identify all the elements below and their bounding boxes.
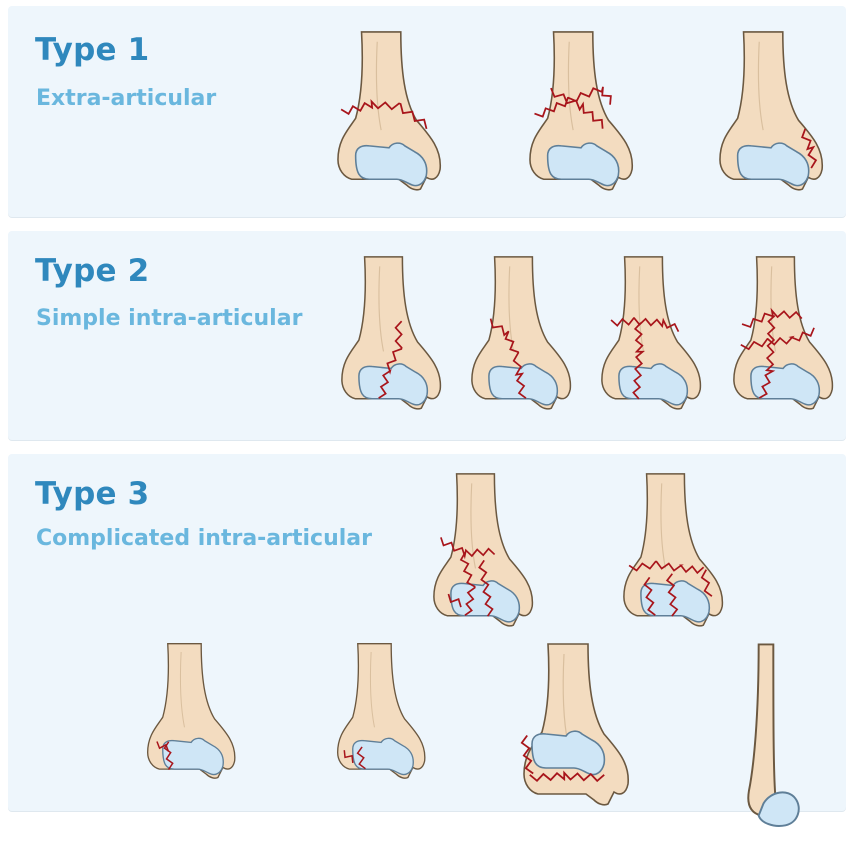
bone-type3-2 — [622, 472, 726, 629]
bone-type1-3 — [718, 30, 826, 193]
bone-type3-1 — [432, 472, 536, 629]
bone-type3-4 — [336, 642, 428, 781]
bone-type3-6 — [744, 642, 810, 845]
type-2-title: Type 2 — [35, 253, 149, 289]
bone-shaft — [748, 644, 776, 816]
bone-type2-3 — [600, 255, 704, 412]
bone-type3-5 — [522, 642, 632, 808]
bone-type2-2 — [470, 255, 574, 412]
bone-type2-1 — [340, 255, 444, 412]
bone-shaft — [524, 644, 628, 805]
bone-type3-3 — [146, 642, 238, 781]
bone-type1-1 — [336, 30, 444, 193]
type-1-subtitle: Extra-articular — [36, 86, 216, 111]
bone-type2-4 — [732, 255, 836, 412]
type-1-title: Type 1 — [35, 32, 149, 68]
type-3-title: Type 3 — [35, 476, 149, 512]
type-2-subtitle: Simple intra-articular — [36, 306, 302, 331]
type-3-subtitle: Complicated intra-articular — [36, 526, 372, 551]
bone-type1-2 — [528, 30, 636, 193]
